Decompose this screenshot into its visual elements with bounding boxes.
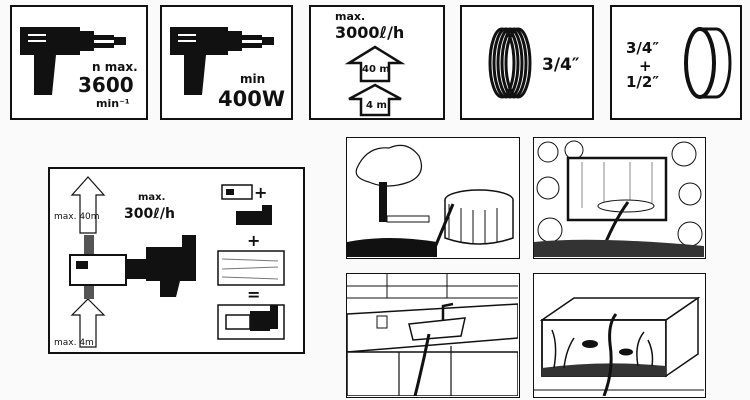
power-label: min [240,72,266,86]
diagram-plus-2: + [247,231,261,250]
drill-icon [170,27,274,95]
adapter-plus: + [639,57,652,75]
diagram-lift-label: max. 40m [54,212,100,222]
flow-rate-value: 3000ℓ/h [335,23,405,42]
drill-speed-panel: n max. 3600 min⁻¹ [10,5,148,120]
pump-setup-diagram: max. 300ℓ/h max. 40m max. 4m + + = [48,167,305,354]
drill-icon [20,27,126,95]
speed-value: 3600 [78,73,134,97]
lift-height-label: 40 m [362,64,390,75]
aquarium-illustration [534,296,704,396]
hose-size-value: 3/4″ [542,55,580,75]
diagram-suction-label: max. 4m [54,338,94,348]
lift-arrows-icon [344,45,406,117]
garden-pool-scene [346,137,520,259]
kitchen-sink-illustration [347,274,518,396]
aquarium-scene [533,273,706,398]
diagram-max-label: max. [138,192,166,203]
diagram-plus-1: + [254,183,268,202]
adapter-size-a: 3/4″ [626,39,660,57]
adapter-size-b: 1/2″ [626,73,660,91]
speed-label: n max. [92,60,138,74]
garden-pool-illustration [347,144,514,257]
diagram-equals: = [247,285,261,304]
pump-assembly-illustration [69,176,285,348]
speed-unit: min⁻¹ [96,97,130,110]
suction-height-label: 4 m [366,100,387,111]
power-value: 400W [218,87,285,111]
cellar-scene [533,137,706,259]
hose-end-icon [684,27,732,99]
adapter-panel: 3/4″ + 1/2″ [610,5,742,120]
diagram-flow-rate: 300ℓ/h [124,206,175,222]
hose-coil-icon [488,27,532,99]
kitchen-sink-scene [346,273,520,398]
cellar-illustration [534,138,704,257]
flow-max-label: max. [335,10,366,23]
drill-power-panel: min 400W [160,5,293,120]
flow-rate-panel: max. 3000ℓ/h 40 m 4 m [309,5,445,120]
hose-size-panel: 3/4″ [460,5,594,120]
